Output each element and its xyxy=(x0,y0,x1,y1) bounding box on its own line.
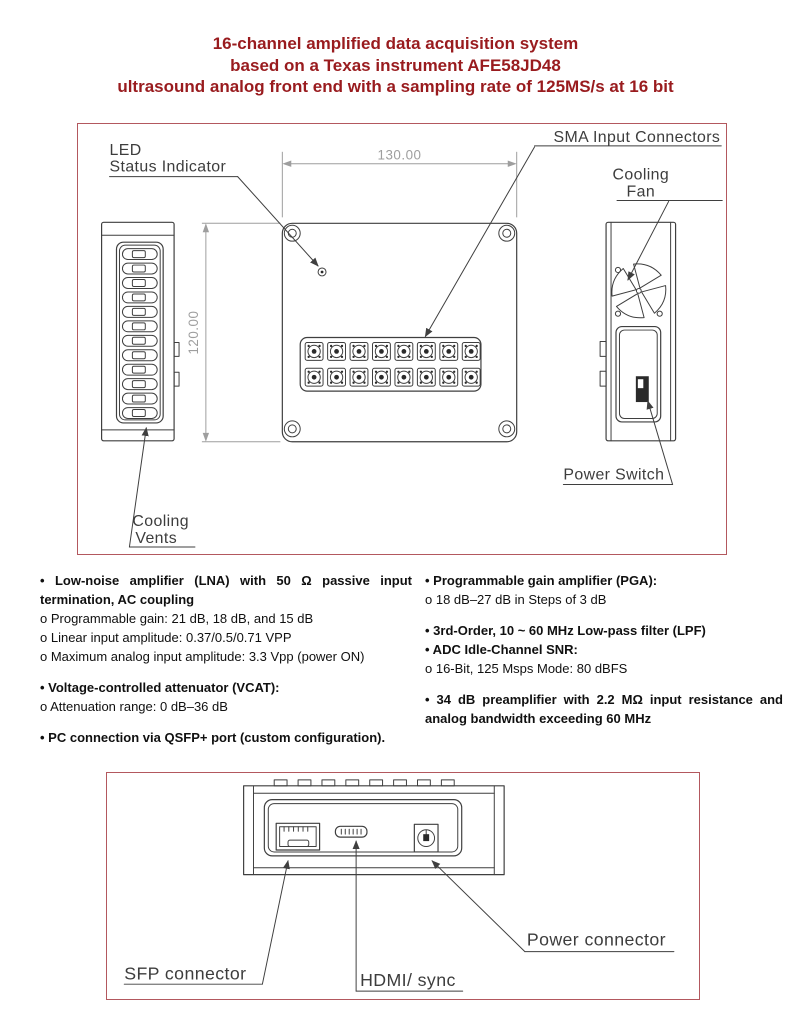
leader-line xyxy=(431,860,526,953)
sma-connector xyxy=(327,367,346,387)
spec-item: • Voltage-controlled attenuator (VCAT): xyxy=(40,680,280,695)
title-line-2: based on a Texas instrument AFE58JD48 xyxy=(230,55,561,75)
power-connector-label: Power connector xyxy=(527,930,666,950)
sfp-connector-callout: SFP connector xyxy=(123,859,290,985)
cooling-fan-drawing xyxy=(611,263,667,319)
spec-item: o Linear input amplitude: 0.37/0.5/0.71 … xyxy=(40,630,292,645)
spec-item: • Low-noise amplifier (LNA) with 50 Ω pa… xyxy=(40,573,412,607)
sfp-label: SFP connector xyxy=(124,963,246,983)
cooling-vent-slots xyxy=(121,248,158,419)
led-label-line2: Status Indicator xyxy=(110,159,227,176)
led-dot xyxy=(317,267,327,277)
power-switch-label: Power Switch xyxy=(563,467,664,484)
recessed-panel xyxy=(263,799,463,857)
led-label-line1: LED xyxy=(110,142,142,159)
sma-label: SMA Input Connectors xyxy=(553,129,720,146)
leader-line xyxy=(646,400,674,485)
dimension-height-text: 120.00 xyxy=(186,311,201,355)
mechanical-drawing: 130.00 120.00 LED Status Indicator SMA I… xyxy=(101,129,723,548)
power-connector-callout: Power connector xyxy=(431,860,675,953)
cooling-fan-label-line2: Fan xyxy=(627,183,656,200)
spec-item: • ADC Idle-Channel SNR: xyxy=(425,642,578,657)
specs-left-column: • Low-noise amplifier (LNA) with 50 Ω pa… xyxy=(40,571,412,747)
sma-input-connectors-callout: SMA Input Connectors xyxy=(424,129,722,338)
rear-panel-drawing: SFP connector HDMI/ sync Power connector xyxy=(123,779,675,992)
title-line-1: 16-channel amplified data acquisition sy… xyxy=(212,34,579,53)
left-side-view xyxy=(101,221,180,442)
leader-line xyxy=(424,146,536,338)
specs-right-column: • Programmable gain amplifier (PGA): o 18… xyxy=(425,571,783,728)
corner-screw xyxy=(283,224,516,438)
spec-item: • 3rd-Order, 10 ~ 60 MHz Low-pass filter… xyxy=(425,623,706,638)
spec-item: o 18 dB–27 dB in Steps of 3 dB xyxy=(425,592,607,607)
leader-line xyxy=(128,426,149,548)
side-panel xyxy=(615,325,662,423)
title-line-3: ultrasound analog front end with a sampl… xyxy=(117,77,674,96)
sma-connector xyxy=(372,341,391,361)
power-switch-callout: Power Switch xyxy=(562,400,674,485)
sma-connector xyxy=(439,367,459,387)
spec-item: o 16-Bit, 125 Msps Mode: 80 dBFS xyxy=(425,661,628,676)
cooling-vents-label-line2: Vents xyxy=(135,530,177,547)
leader-line xyxy=(237,176,319,267)
sma-connector xyxy=(416,367,436,387)
power-switch-drawing xyxy=(635,376,649,403)
hdmi-label: HDMI/ sync xyxy=(360,970,456,990)
spec-item: • Programmable gain amplifier (PGA): xyxy=(425,573,658,588)
sma-connector xyxy=(304,367,324,387)
height-dimension: 120.00 xyxy=(186,222,281,443)
sma-connector xyxy=(394,367,414,387)
vent-panel xyxy=(115,241,164,424)
sma-connector xyxy=(461,341,481,361)
sma-connector xyxy=(349,367,369,387)
cooling-vents-label-line1: Cooling xyxy=(132,513,189,530)
sma-connector xyxy=(439,341,459,361)
right-side-view xyxy=(599,221,677,442)
front-view xyxy=(281,222,518,443)
sfp-port-drawing xyxy=(275,822,321,851)
sma-connector xyxy=(349,341,369,361)
power-jack-drawing xyxy=(413,823,439,853)
top-bumps xyxy=(273,779,455,787)
sma-connector xyxy=(327,341,346,361)
sma-connector xyxy=(304,341,324,361)
hdmi-sync-callout: HDMI/ sync xyxy=(352,840,464,992)
sma-connector xyxy=(394,341,414,361)
spec-item: o Programmable gain: 21 dB, 18 dB, and 1… xyxy=(40,611,314,626)
spec-item: o Maximum analog input amplitude: 3.3 Vp… xyxy=(40,649,365,664)
hdmi-port-drawing xyxy=(334,825,368,838)
sma-connector xyxy=(416,341,436,361)
cooling-fan-label-line1: Cooling xyxy=(613,167,670,184)
mechanical-drawing-panel: 130.00 120.00 LED Status Indicator SMA I… xyxy=(77,123,727,555)
dimension-width-text: 130.00 xyxy=(378,148,422,163)
back-panel-view xyxy=(243,779,505,876)
rear-panel-drawing-panel: SFP connector HDMI/ sync Power connector xyxy=(106,772,700,1000)
spec-item: • PC connection via QSFP+ port (custom c… xyxy=(40,730,386,745)
page-title: 16-channel amplified data acquisition sy… xyxy=(0,33,791,98)
led-status-indicator-callout: LED Status Indicator xyxy=(109,142,319,267)
width-dimension: 130.00 xyxy=(281,148,518,218)
cooling-fan-callout: Cooling Fan xyxy=(613,167,723,281)
leader-line xyxy=(261,859,290,985)
spec-item: • 34 dB preamplifier with 2.2 MΩ input r… xyxy=(425,692,783,726)
leader-line xyxy=(627,200,670,281)
cooling-vents-callout: Cooling Vents xyxy=(128,426,196,548)
sma-panel xyxy=(299,336,482,392)
sma-connector xyxy=(461,367,481,387)
sma-connector-grid xyxy=(304,341,481,387)
spec-item: o Attenuation range: 0 dB–36 dB xyxy=(40,699,228,714)
sma-connector xyxy=(372,367,391,387)
